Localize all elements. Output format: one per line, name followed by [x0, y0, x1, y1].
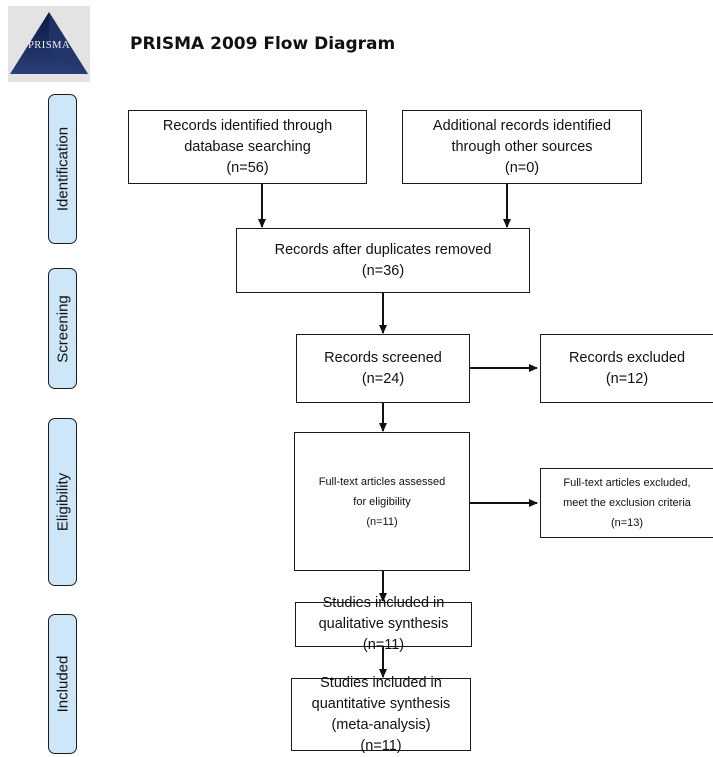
- phase-eligibility: Eligibility: [48, 418, 77, 586]
- box-other-sources-line2: through other sources: [451, 138, 593, 155]
- box-db-search-count: (n=56): [226, 159, 269, 176]
- diagram-title: PRISMA 2009 Flow Diagram: [130, 34, 396, 54]
- box-quantitative: Studies included in quantitative synthes…: [291, 675, 471, 754]
- phase-screening: Screening: [48, 268, 77, 389]
- box-qualitative-line1: Studies included in: [322, 595, 445, 611]
- box-fulltext-excluded: Full-text articles excluded, meet the ex…: [540, 468, 713, 538]
- box-db-search-line2: database searching: [184, 138, 311, 155]
- box-other-sources: Additional records identified through ot…: [402, 110, 642, 184]
- box-screened: Records screened (n=24): [296, 334, 470, 403]
- box-duplicates-removed: Records after duplicates removed (n=36): [236, 228, 530, 293]
- box-duplicates-line1: Records after duplicates removed: [274, 241, 492, 258]
- box-excluded: Records excluded (n=12): [540, 334, 713, 403]
- prisma-logo: PRISMA: [8, 6, 90, 82]
- box-qualitative-count: (n=11): [362, 637, 405, 653]
- box-excluded-line1: Records excluded: [568, 349, 686, 366]
- box-fulltext-assessed-line1: Full-text articles assessed: [318, 475, 446, 488]
- phase-identification: Identification: [48, 94, 77, 244]
- phase-included: Included: [48, 614, 77, 754]
- box-fulltext-excluded-line2: meet the exclusion criteria: [563, 497, 691, 509]
- box-db-search: Records identified through database sear…: [128, 110, 367, 184]
- box-quantitative-count: (n=11): [360, 737, 402, 754]
- box-qualitative-line2: qualitative synthesis: [318, 616, 449, 632]
- box-quantitative-line1: Studies included in: [320, 674, 442, 691]
- box-db-search-line1: Records identified through: [162, 117, 333, 134]
- box-other-sources-count: (n=0): [504, 159, 540, 176]
- box-quantitative-line2: quantitative synthesis: [311, 695, 451, 712]
- box-excluded-count: (n=12): [605, 370, 649, 387]
- box-screened-line1: Records screened: [324, 349, 442, 366]
- box-fulltext-excluded-count: (n=13): [610, 517, 644, 529]
- box-fulltext-assessed-line2: for eligibility: [353, 495, 411, 508]
- box-screened-count: (n=24): [361, 370, 405, 387]
- box-fulltext-excluded-line1: Full-text articles excluded,: [563, 477, 691, 489]
- box-duplicates-count: (n=36): [361, 262, 405, 279]
- box-other-sources-line1: Additional records identified: [432, 117, 612, 134]
- box-fulltext-assessed-count: (n=11): [366, 515, 398, 528]
- box-quantitative-line3: (meta-analysis): [331, 716, 431, 733]
- box-qualitative: Studies included in qualitative synthesi…: [295, 595, 472, 653]
- logo-text: PRISMA: [28, 40, 70, 51]
- box-fulltext-assessed: Full-text articles assessed for eligibil…: [294, 432, 470, 571]
